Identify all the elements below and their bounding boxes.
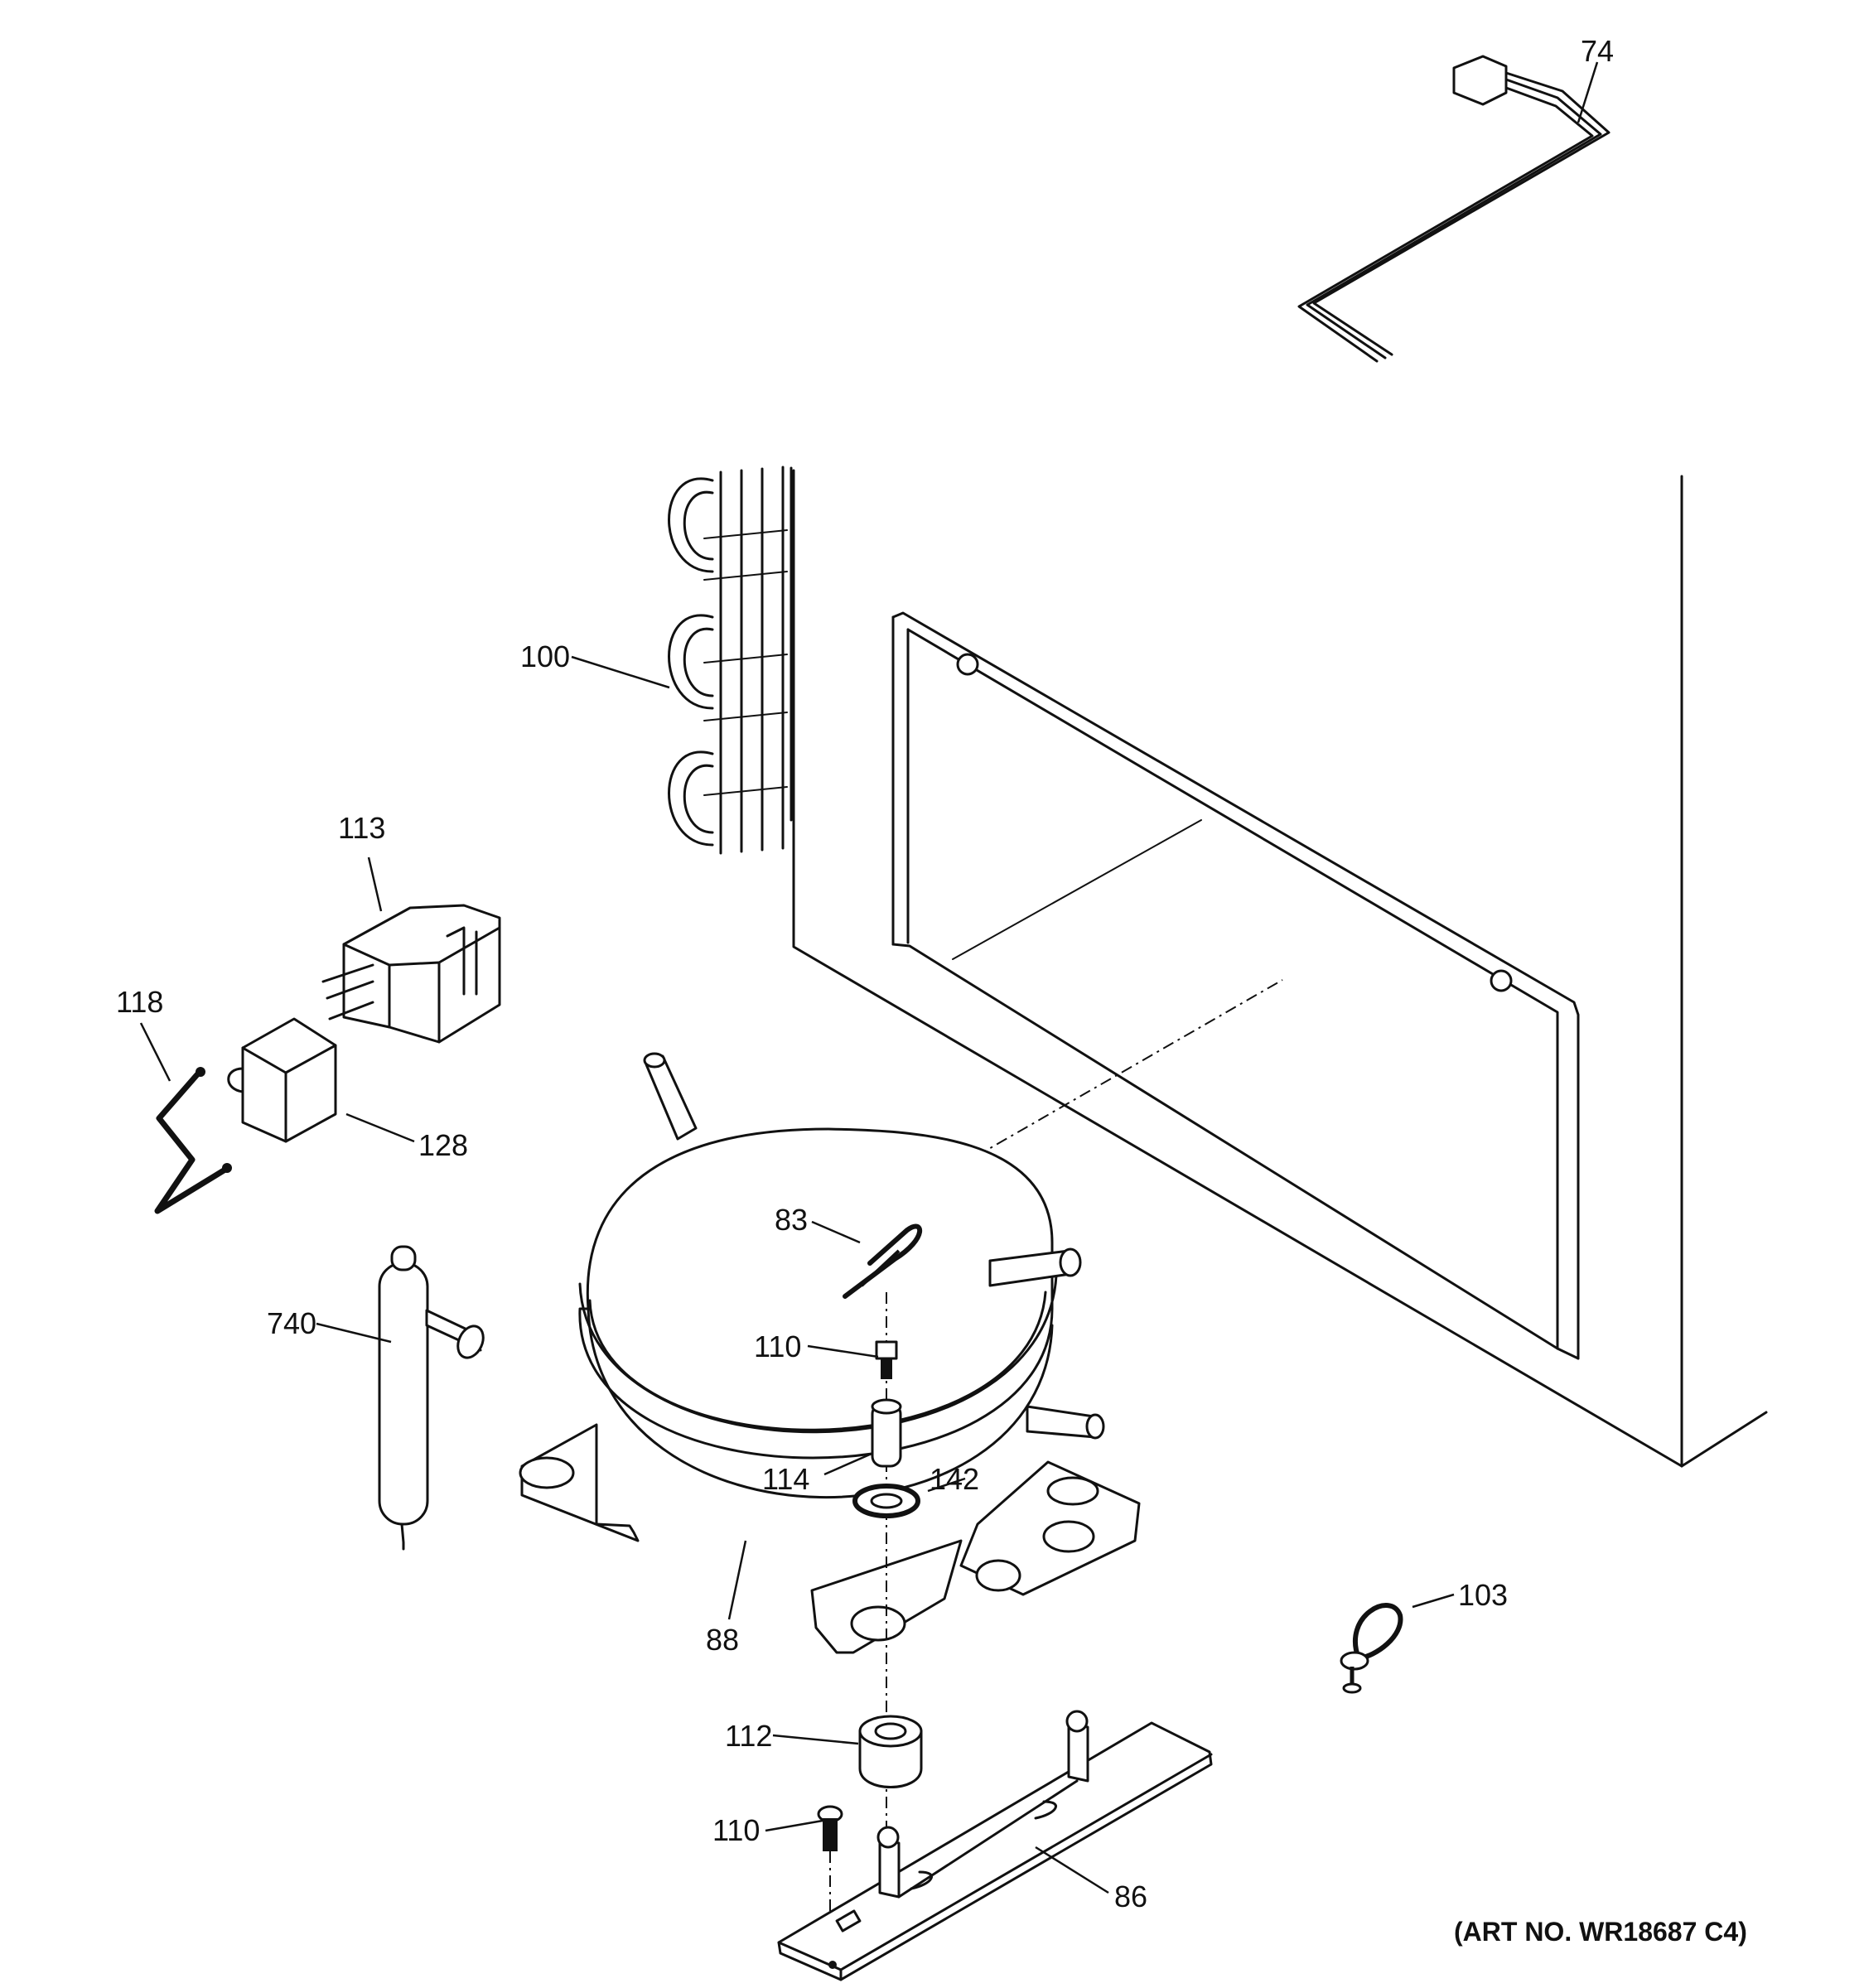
callout-110-upper: 110 xyxy=(754,1329,801,1363)
grommet-part xyxy=(858,1715,923,1788)
compressor-part xyxy=(519,1052,1141,1654)
power-cord-part xyxy=(1297,55,1610,363)
callout-74: 74 xyxy=(1581,34,1614,68)
clip-part xyxy=(154,1067,232,1214)
clip-83-part xyxy=(843,1223,922,1299)
callout-labels: 74 100 113 118 128 83 110 740 114 142 88… xyxy=(116,34,1747,1947)
callout-113: 113 xyxy=(338,811,385,845)
callout-83: 83 xyxy=(775,1203,808,1237)
relay-part xyxy=(321,904,501,1044)
callout-142: 142 xyxy=(930,1462,979,1496)
art-number: (ART NO. WR18687 C4) xyxy=(1454,1917,1747,1947)
overload-part xyxy=(227,1017,337,1143)
cabinet-outline xyxy=(792,469,1768,1468)
screw-lower-part xyxy=(817,1805,843,1961)
callout-118: 118 xyxy=(116,985,163,1019)
leader-lines xyxy=(139,61,1599,1894)
callout-88: 88 xyxy=(706,1623,739,1657)
callout-112: 112 xyxy=(725,1719,772,1753)
callout-86: 86 xyxy=(1114,1879,1147,1913)
callout-110-lower: 110 xyxy=(712,1813,760,1847)
callout-740: 740 xyxy=(267,1306,316,1340)
callout-100: 100 xyxy=(520,639,570,673)
callout-103: 103 xyxy=(1458,1578,1508,1612)
base-rail-part xyxy=(777,1710,1213,1981)
condenser-coil-part xyxy=(668,466,793,855)
callout-114: 114 xyxy=(762,1462,809,1496)
clamp-part xyxy=(1340,1603,1403,1694)
mount-hardware xyxy=(852,1292,920,1855)
drier-part xyxy=(378,1245,485,1551)
callout-128: 128 xyxy=(418,1128,468,1162)
